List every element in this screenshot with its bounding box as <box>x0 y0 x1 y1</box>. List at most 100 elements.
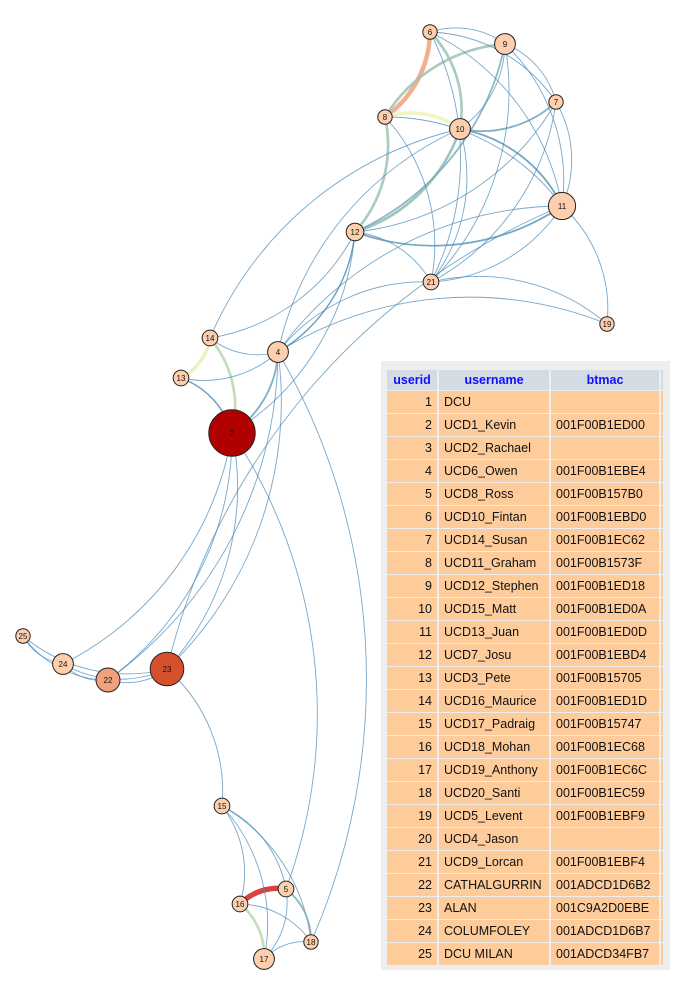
node-circle[interactable] <box>149 651 185 687</box>
node-5[interactable]: 5 <box>277 880 295 898</box>
node-2[interactable]: 2 <box>208 409 256 457</box>
edge-2-24 <box>62 432 233 665</box>
node-circle[interactable] <box>253 948 275 970</box>
node-8[interactable]: 8 <box>377 109 393 125</box>
node-circle[interactable] <box>15 628 31 644</box>
node-circle[interactable] <box>231 895 249 913</box>
edge-16-18 <box>239 903 312 943</box>
cell-partial <box>661 782 663 804</box>
node-24[interactable]: 24 <box>52 653 74 675</box>
node-13[interactable]: 13 <box>172 369 190 387</box>
cell-userid: 25 <box>387 943 437 965</box>
node-18[interactable]: 18 <box>303 934 319 950</box>
cell-username: UCD1_Kevin <box>439 414 549 436</box>
col-userid[interactable]: userid <box>387 370 437 390</box>
node-22[interactable]: 22 <box>95 667 121 693</box>
node-circle[interactable] <box>548 94 564 110</box>
node-label: 7 <box>554 98 559 107</box>
cell-partial <box>661 575 663 597</box>
cell-partial <box>661 506 663 528</box>
node-17[interactable]: 17 <box>253 948 275 970</box>
node-circle[interactable] <box>95 667 121 693</box>
node-7[interactable]: 7 <box>548 94 564 110</box>
node-11[interactable]: 11 <box>547 191 577 221</box>
node-label: 5 <box>284 885 289 894</box>
edge-10-11 <box>459 128 563 207</box>
node-10[interactable]: 10 <box>449 118 471 140</box>
node-21[interactable]: 21 <box>422 273 440 291</box>
cell-btmac: 001F00B1EBF4 <box>551 851 659 873</box>
node-23[interactable]: 23 <box>149 651 185 687</box>
cell-userid: 1 <box>387 391 437 413</box>
node-circle[interactable] <box>208 409 256 457</box>
edge-12-2 <box>231 231 356 434</box>
node-4[interactable]: 4 <box>267 341 289 363</box>
cell-username: UCD14_Susan <box>439 529 549 551</box>
node-circle[interactable] <box>277 880 295 898</box>
node-circle[interactable] <box>494 33 516 55</box>
cell-userid: 9 <box>387 575 437 597</box>
cell-btmac <box>551 437 659 459</box>
cell-partial <box>661 414 663 436</box>
cell-btmac <box>551 391 659 413</box>
node-circle[interactable] <box>547 191 577 221</box>
node-label: 16 <box>236 900 245 909</box>
node-circle[interactable] <box>599 316 615 332</box>
col-username[interactable]: username <box>439 370 549 390</box>
edge-23-11 <box>166 205 563 670</box>
cell-username: COLUMFOLEY <box>439 920 549 942</box>
node-circle[interactable] <box>201 329 219 347</box>
node-label: 8 <box>383 113 388 122</box>
node-19[interactable]: 19 <box>599 316 615 332</box>
node-16[interactable]: 16 <box>231 895 249 913</box>
node-25[interactable]: 25 <box>15 628 31 644</box>
edge-8-10 <box>384 111 462 131</box>
node-14[interactable]: 14 <box>201 329 219 347</box>
node-15[interactable]: 15 <box>213 797 231 815</box>
cell-partial <box>661 920 663 942</box>
node-circle[interactable] <box>172 369 190 387</box>
node-circle[interactable] <box>213 797 231 815</box>
cell-username: DCU MILAN <box>439 943 549 965</box>
cell-username: UCD11_Graham <box>439 552 549 574</box>
node-circle[interactable] <box>422 273 440 291</box>
node-circle[interactable] <box>267 341 289 363</box>
node-9[interactable]: 9 <box>494 33 516 55</box>
node-circle[interactable] <box>449 118 471 140</box>
edge-5-18 <box>285 888 312 943</box>
col-btmac[interactable]: btmac <box>551 370 659 390</box>
node-circle[interactable] <box>345 222 365 242</box>
node-circle[interactable] <box>422 24 438 40</box>
edge-21-19 <box>430 275 608 325</box>
node-6[interactable]: 6 <box>422 24 438 40</box>
node-12[interactable]: 12 <box>345 222 365 242</box>
node-circle[interactable] <box>52 653 74 675</box>
node-circle[interactable] <box>303 934 319 950</box>
node-circle[interactable] <box>377 109 393 125</box>
